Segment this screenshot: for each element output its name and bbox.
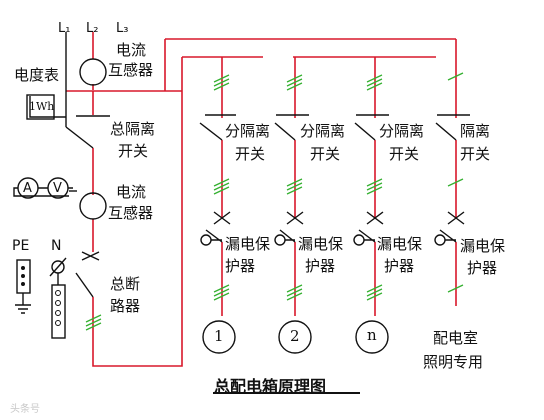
n-terminal-holes	[55, 290, 61, 326]
phase-l2-label: L₂	[86, 21, 99, 36]
n-hole-4	[55, 320, 61, 326]
main-breaker-blade	[75, 272, 94, 298]
tick-b2-low	[286, 284, 303, 301]
load-n-circle	[355, 320, 389, 354]
branch-4-isolator-label-1: 隔离	[460, 122, 491, 140]
rcd-1-arm	[205, 229, 223, 243]
tick-main-low	[85, 314, 102, 331]
n-hole-3	[55, 310, 61, 316]
branch-n-x	[366, 211, 384, 225]
tick-b2-top	[286, 74, 303, 91]
pe-label: PE	[12, 238, 30, 254]
diagram-title: 总配电箱原理图	[214, 377, 327, 396]
current-transformer-mid-label-2: 互感器	[108, 204, 154, 222]
n-terminal-slash	[49, 257, 67, 277]
branch-2-isolator-label-1: 分隔离	[300, 122, 346, 140]
pe-hole-3	[21, 282, 25, 286]
rcd-2-label-2: 护器	[305, 257, 336, 275]
rcd-n-arm	[358, 229, 376, 243]
voltmeter-label: V	[53, 181, 62, 196]
rcd-n-label-1: 漏电保	[377, 235, 423, 253]
tick-b4-low	[447, 284, 464, 293]
tick-b1-low	[213, 284, 230, 301]
phase-l1-label: L₁	[58, 21, 71, 36]
rcd-4-label-1: 漏电保	[460, 237, 506, 255]
terminal-holes	[21, 266, 25, 286]
meter-wiring	[13, 187, 73, 197]
n-terminal-bar	[51, 284, 66, 339]
load-1-label: 1	[214, 327, 224, 345]
main-breaker-x	[81, 251, 100, 261]
load-2-label: 2	[290, 327, 300, 345]
branch-4-x	[447, 211, 465, 225]
tick-bn-low	[366, 284, 383, 301]
current-transformer-mid	[79, 192, 107, 220]
rcd-4-label-2: 护器	[467, 259, 498, 277]
phase-ticks	[85, 72, 464, 331]
pe-hole-1	[21, 266, 25, 270]
energy-meter-label: 电度表	[14, 66, 60, 84]
rcd-n-label-2: 护器	[384, 257, 415, 275]
distribution-room-label-1: 配电室	[433, 329, 479, 347]
branch-1-isolator-label-1: 分隔离	[225, 122, 271, 140]
energy-meter-box	[26, 94, 55, 120]
pe-hole-2	[21, 274, 25, 278]
return-wire	[92, 57, 183, 367]
tick-b4-top	[447, 72, 464, 81]
branch-n-isolator-label-1: 分隔离	[379, 122, 425, 140]
tick-b1-top	[213, 74, 230, 91]
watermark: 头条号	[10, 404, 40, 415]
distribution-room-label-2: 照明专用	[423, 353, 484, 371]
branch-2-isolator-label-2: 开关	[310, 145, 341, 163]
rcd-1-label-1: 漏电保	[225, 235, 271, 253]
main-breaker-label-2: 路器	[110, 297, 141, 315]
load-1-circle	[202, 320, 236, 354]
components	[13, 32, 470, 394]
rcd-4-circle	[434, 234, 446, 246]
energy-meter-unit: 1Wh	[29, 100, 55, 113]
current-transformer-mid-label-1: 电流	[116, 183, 147, 201]
rcd-2-circle	[274, 234, 286, 246]
rcd-2-label-1: 漏电保	[298, 235, 344, 253]
n-label: N	[51, 238, 62, 254]
branch-2-isolator	[274, 114, 309, 141]
current-transformer-top	[79, 58, 107, 86]
branch-1-isolator-label-2: 开关	[235, 145, 266, 163]
branch-2-x	[286, 211, 304, 225]
main-breaker-label-1: 总断	[110, 275, 141, 293]
rcd-n-circle	[353, 234, 365, 246]
branch-1-isolator	[199, 114, 236, 141]
rcd-1-circle	[200, 234, 212, 246]
n-hole-1	[55, 290, 61, 296]
branch-4-isolator-label-2: 开关	[460, 145, 491, 163]
tick-b1-mid	[213, 178, 230, 195]
current-transformer-top-label-1: 电流	[116, 41, 147, 59]
tick-b2-mid	[286, 178, 303, 195]
load-n-label: n	[367, 326, 377, 344]
n-hole-2	[55, 300, 61, 306]
branch-1-x	[213, 211, 231, 225]
main-isolator-label-2: 开关	[118, 142, 149, 160]
phase-l3-label: L₃	[116, 21, 129, 36]
current-transformer-top-label-2: 互感器	[108, 61, 154, 79]
load-2-circle	[278, 320, 312, 354]
ammeter-label: A	[23, 181, 32, 196]
branch-4-isolator	[435, 114, 470, 141]
tick-b4-mid	[447, 178, 464, 187]
branch-n-isolator	[354, 114, 389, 141]
main-isolator-blade	[65, 126, 94, 149]
rcd-1-label-2: 护器	[225, 257, 256, 275]
tick-bn-top	[366, 74, 383, 91]
branch-n-isolator-label-2: 开关	[389, 145, 420, 163]
tick-bn-mid	[366, 178, 383, 195]
rcd-4-arm	[439, 229, 457, 243]
main-isolator-label-1: 总隔离	[110, 120, 156, 138]
rcd-2-arm	[279, 229, 296, 243]
ground-symbol	[15, 293, 31, 314]
